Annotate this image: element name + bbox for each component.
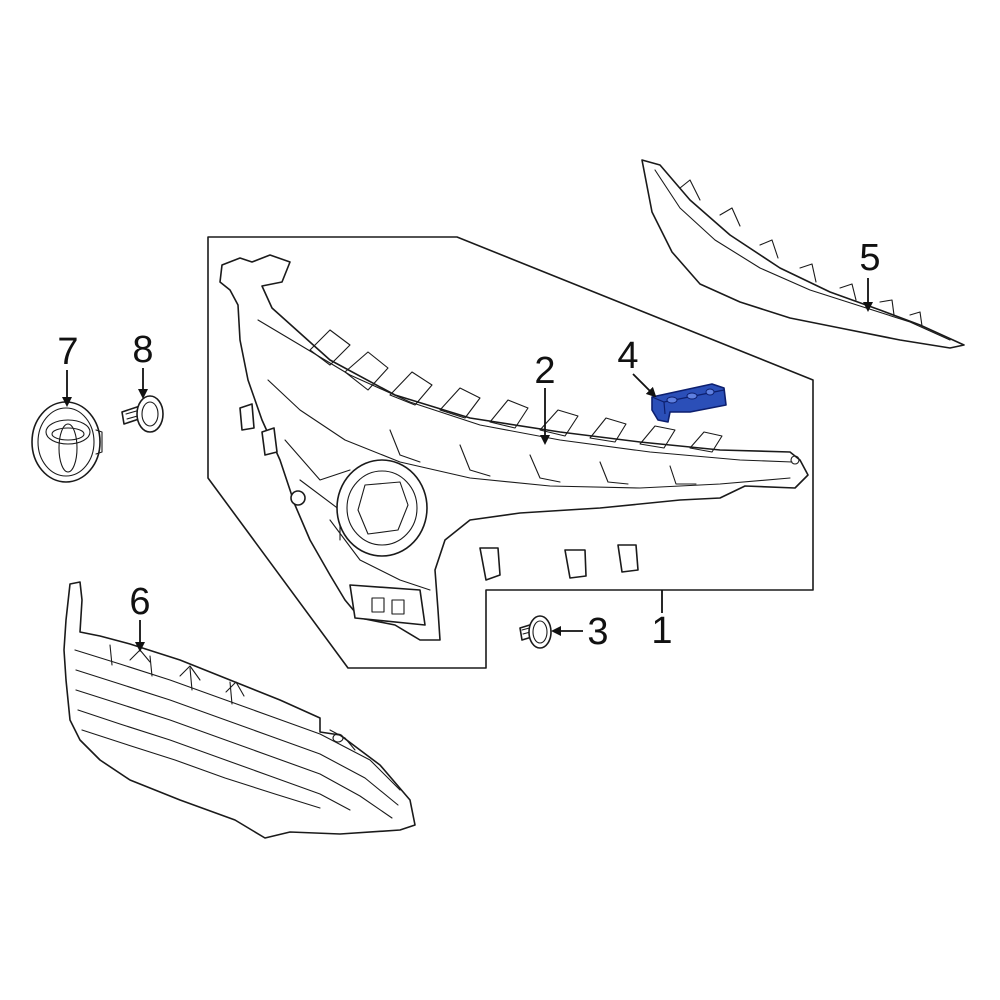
clip-part-8[interactable] — [121, 395, 164, 433]
lower-grille-part[interactable] — [63, 581, 416, 839]
callout-7: 7 — [57, 331, 78, 373]
bracket-part-highlighted[interactable] — [651, 383, 727, 423]
callout-5: 5 — [859, 237, 880, 279]
callout-2: 2 — [534, 350, 555, 392]
leader-4 — [632, 373, 657, 398]
callout-8: 8 — [132, 329, 153, 371]
clip-part-3[interactable] — [519, 615, 552, 649]
upper-molding-part[interactable] — [641, 159, 965, 349]
callout-1: 1 — [651, 610, 672, 652]
emblem-part[interactable] — [31, 401, 103, 483]
bracket-body — [651, 383, 727, 423]
callout-6: 6 — [129, 581, 150, 623]
callout-4: 4 — [617, 335, 638, 377]
assembly-outline — [207, 236, 814, 669]
upper-grille-part[interactable] — [219, 254, 809, 641]
callout-3: 3 — [587, 611, 608, 653]
